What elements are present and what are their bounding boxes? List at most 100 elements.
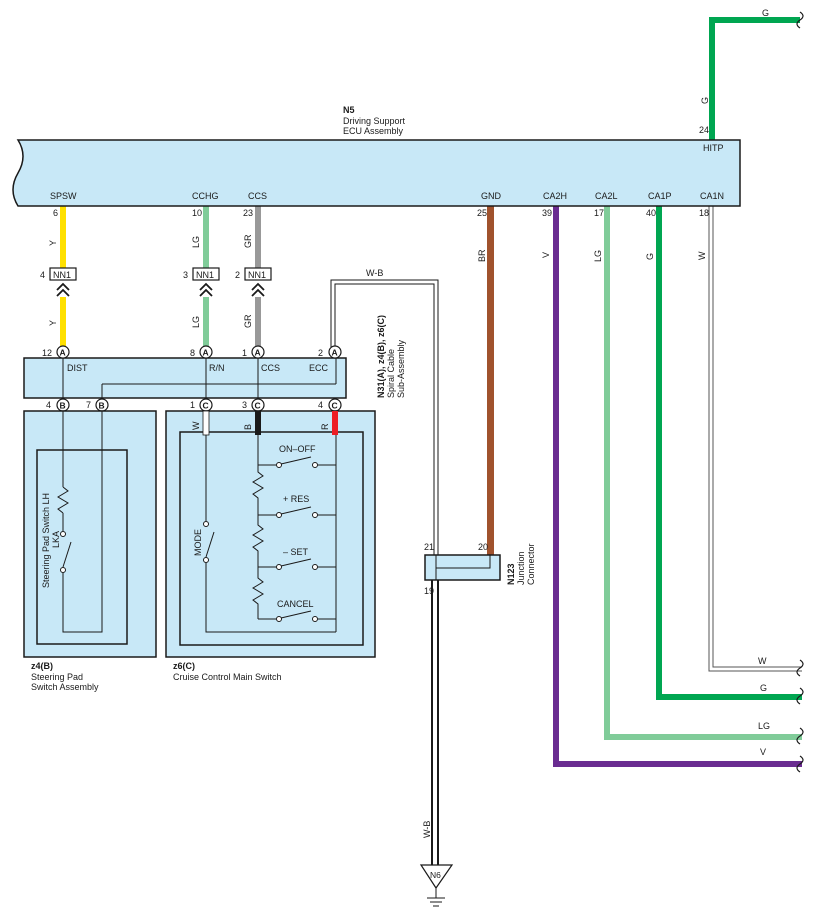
- spiral-top-pin-2: 8 A: [190, 345, 213, 359]
- wire-spsw-y-upper: [60, 206, 66, 271]
- wire-spsw-y-lower: [60, 297, 66, 347]
- cruise-wire-r: [332, 411, 338, 435]
- ecu-pin-num-ca2l: 17: [594, 208, 604, 218]
- spiral-label-rn: R/N: [209, 363, 225, 373]
- cruise-inner-box: [179, 431, 364, 646]
- wire-gnd-br: [487, 206, 494, 558]
- switch-set-label: – SET: [283, 547, 309, 557]
- spiral-bottom-pin-5: 4 C: [318, 398, 342, 412]
- spiral-top-pin-num: 12: [42, 348, 52, 358]
- spiral-bottom-pin-2: 7 B: [86, 398, 109, 412]
- spiral-code: N31(A), z4(B), z6(C): [376, 315, 386, 398]
- wire-ccs-gr-lower: [255, 297, 261, 347]
- switch-contact-icon: [60, 567, 66, 573]
- mode-wire-bottom: [205, 563, 336, 633]
- spiral-bottom-pin-num: 7: [86, 400, 91, 410]
- spiral-bottom-pin-num: 4: [318, 400, 323, 410]
- spiral-bottom-pin-num: 1: [190, 400, 195, 410]
- ecu-pin-label-ca2h: CA2H: [543, 191, 567, 201]
- steering-name-line2: Switch Assembly: [31, 682, 99, 692]
- ecu-pin-label-ca1p: CA1P: [648, 191, 672, 201]
- wire-ca1p-color: G: [645, 253, 655, 260]
- nn1-label-1: NN1: [53, 270, 71, 280]
- spiral-bottom-pin-1: 4 B: [46, 398, 70, 412]
- switch-res-label: + RES: [283, 494, 309, 504]
- resistor-icon: [57, 486, 69, 514]
- switch-set: – SET: [258, 547, 336, 570]
- wire-cchg-lg-upper: [203, 206, 209, 271]
- ecu-pin-label-ca2l: CA2L: [595, 191, 618, 201]
- ecu-pin-label-ca1n: CA1N: [700, 191, 724, 201]
- ground-connector-icon: [419, 864, 454, 890]
- ecu-name-line1: Driving Support: [343, 116, 406, 126]
- nn1-connector-2: 3 NN1: [183, 267, 220, 297]
- spiral-top-pin-num: 1: [242, 348, 247, 358]
- ecu-pin-num-ca1n: 18: [699, 208, 709, 218]
- nn1-pin-3: 2: [235, 270, 240, 280]
- resistor-icon: [252, 465, 264, 515]
- lka-switch-icon: [62, 541, 72, 568]
- ecu-pin-num-ca2h: 39: [542, 208, 552, 218]
- spiral-label-ecc: ECC: [309, 363, 329, 373]
- steering-wire-return: [62, 411, 103, 633]
- ecu-pin-label-ccs: CCS: [248, 191, 267, 201]
- ecu-code: N5: [343, 105, 355, 115]
- spiral-caption: N31(A), z4(B), z6(C) Spiral Cable Sub-As…: [376, 315, 406, 398]
- hitp-pin-number: 24: [699, 125, 709, 135]
- spiral-bottom-pin-4: 3 C: [242, 398, 265, 412]
- junction-internal: [435, 555, 491, 569]
- switch-contact-icon: [203, 557, 209, 563]
- spiral-bottom-pin-letter: C: [332, 401, 338, 411]
- connector-arrow-icon: [251, 282, 265, 297]
- cruise-code: z6(C): [173, 661, 195, 671]
- ecu-pin-num-ca1p: 40: [646, 208, 656, 218]
- wire-ecc-wb-inner: [331, 280, 438, 558]
- cruise-name: Cruise Control Main Switch: [173, 672, 282, 682]
- wire-hitp-g: [709, 17, 800, 140]
- steering-inner-label2: LKA: [51, 531, 61, 548]
- junction-pin-21: 21: [424, 542, 434, 552]
- nn1-pin-2: 3: [183, 270, 188, 280]
- wire-ca2h-v: [553, 206, 802, 767]
- wire-ccs-gr-upper: [255, 206, 261, 271]
- spiral-bottom-pin-letter: B: [99, 401, 105, 411]
- steering-inner-caption: Steering Pad Switch LH LKA: [41, 493, 61, 588]
- nn1-label-2: NN1: [196, 270, 214, 280]
- right-wire-label-top: G: [762, 8, 769, 18]
- junction-name-line2: Connector: [526, 543, 536, 585]
- steering-code: z4(B): [31, 661, 53, 671]
- wire-ca1p-g: [656, 206, 802, 700]
- switch-on-off-label: ON–OFF: [279, 444, 316, 454]
- connector-arrow-icon: [56, 282, 70, 297]
- cruise-wire-w-label: W: [191, 421, 201, 430]
- steering-pad-inner-box: [36, 449, 128, 645]
- wire-ca1n-w-inner: [709, 206, 802, 671]
- steering-pad-outer-box: [23, 410, 157, 658]
- right-wire-label-w: W: [758, 656, 767, 666]
- wire-ca2l-color: LG: [593, 250, 603, 262]
- ecu-pin-label-spsw: SPSW: [50, 191, 77, 201]
- switch-res: + RES: [258, 494, 336, 518]
- switch-contact-icon: [203, 521, 209, 527]
- wire-ca1n-color: W: [697, 251, 707, 260]
- switch-contact-icon: [60, 531, 66, 537]
- spiral-name-line1: Spiral Cable: [386, 349, 396, 398]
- ecu-pin-num-ccs: 23: [243, 208, 253, 218]
- junction-name-line1: Junction: [516, 551, 526, 585]
- spiral-bottom-pin-letter: C: [203, 401, 209, 411]
- ecu-pin-label-gnd: GND: [481, 191, 502, 201]
- spiral-top-pin-1: 12 A: [42, 345, 70, 359]
- junction-caption: N123 Junction Connector: [506, 543, 536, 585]
- spiral-label-dist: DIST: [67, 363, 88, 373]
- spiral-label-ccs: CCS: [261, 363, 280, 373]
- resistor-icon: [252, 567, 264, 619]
- ecu-pin-num-gnd: 25: [477, 208, 487, 218]
- spiral-bottom-pin-3: 1 C: [190, 398, 213, 412]
- spiral-top-pin-num: 8: [190, 348, 195, 358]
- cruise-outer-box: [165, 410, 376, 658]
- wire-break-marks: [796, 11, 804, 773]
- spiral-top-pin-4: 2 A: [318, 345, 342, 359]
- right-wire-label-g: G: [760, 683, 767, 693]
- spiral-top-pin-letter: A: [203, 348, 209, 358]
